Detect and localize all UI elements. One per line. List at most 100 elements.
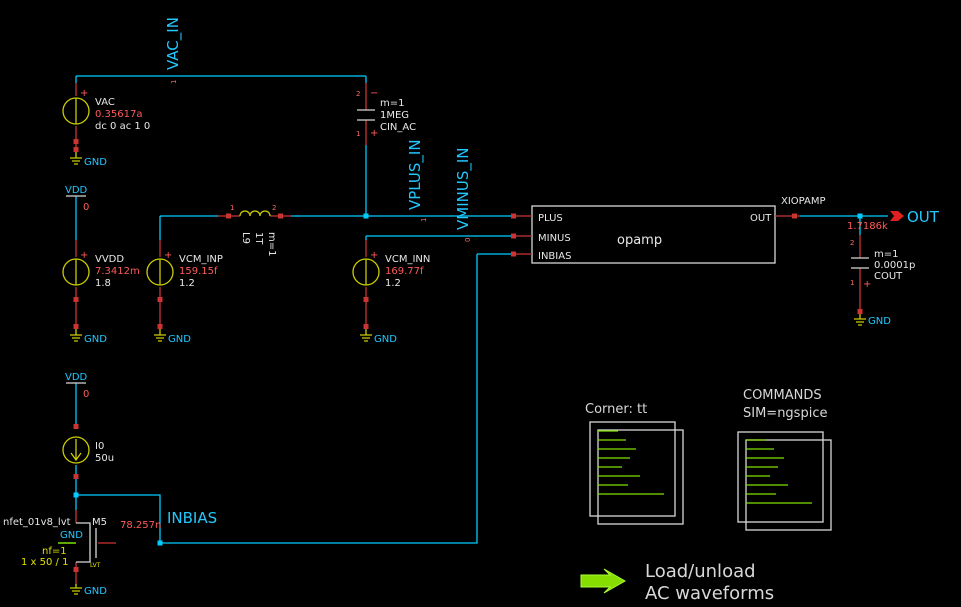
svg-text:nf=1: nf=1 — [42, 546, 67, 557]
svg-text:169.77f: 169.77f — [385, 266, 424, 277]
out-label: OUT — [907, 208, 940, 226]
opamp-instance-name: XIOPAMP — [781, 196, 826, 207]
ground-icon — [70, 584, 82, 595]
inductor-icon — [239, 210, 271, 217]
gnd-label: GND — [374, 334, 397, 345]
svg-text:+: + — [80, 88, 88, 99]
pin-number: 1 — [420, 218, 428, 222]
capacitor-icon — [851, 257, 869, 269]
svg-text:I0: I0 — [95, 441, 104, 452]
vvdd-source[interactable]: VDD 0 + VVDD 7.3412m 1.8 GND — [62, 185, 140, 345]
svg-text:CIN_AC: CIN_AC — [380, 122, 416, 133]
launcher-line1: Load/unload — [645, 561, 756, 582]
svg-text:+: + — [863, 279, 871, 290]
vdd-label: VDD — [65, 372, 88, 383]
svg-text:0: 0 — [83, 202, 89, 213]
svg-text:LVT: LVT — [90, 562, 101, 569]
ground-icon — [154, 329, 166, 342]
net-label-vplus-in[interactable]: VPLUS_IN — [406, 139, 425, 210]
commands-title: COMMANDS — [743, 388, 822, 403]
gnd-label: GND — [868, 316, 891, 327]
vac-source[interactable]: + VAC 0.35617a dc 0 ac 1 0 GND — [62, 83, 150, 168]
pin-number: 1 — [230, 204, 234, 212]
inductor-l9[interactable]: L9 1T m=1 — [218, 210, 291, 256]
wire-inbias[interactable] — [160, 254, 478, 544]
pin-number: 1 — [850, 279, 854, 287]
svg-text:VVDD: VVDD — [95, 254, 124, 265]
svg-text:159.15f: 159.15f — [179, 266, 218, 277]
svg-text:0.0001p: 0.0001p — [874, 260, 915, 271]
capacitor-icon — [357, 109, 375, 121]
gnd-label: GND — [84, 586, 107, 597]
net-label-vac-in[interactable]: VAC_IN — [164, 17, 183, 70]
pin-number: 2 — [850, 239, 854, 247]
opamp-pin-inbias: INBIAS — [538, 251, 571, 262]
junction-dot — [73, 492, 79, 498]
vcm-inn-source[interactable]: + VCM_INN 169.77f 1.2 GND — [352, 240, 430, 345]
svg-text:+: + — [80, 250, 88, 261]
document-icon — [737, 431, 824, 523]
svg-text:0: 0 — [83, 389, 89, 400]
vac-name: VAC — [95, 97, 115, 108]
svg-text:1.8: 1.8 — [95, 278, 111, 289]
pin-number: 2 — [272, 204, 276, 212]
svg-text:1.2: 1.2 — [179, 278, 195, 289]
opamp-title: opamp — [617, 233, 662, 248]
gnd-label: GND — [84, 334, 107, 345]
nmos-transistor-icon — [76, 522, 97, 563]
svg-text:7.3412m: 7.3412m — [95, 266, 140, 277]
net-label-vminus-in[interactable]: VMINUS_IN — [454, 148, 473, 231]
vac-value: 0.35617a — [95, 109, 142, 120]
junction-dot — [157, 540, 163, 546]
pin-number: 0 — [464, 238, 472, 242]
launcher-line2: AC waveforms — [645, 583, 774, 604]
document-icon — [589, 421, 676, 517]
gnd-label: GND — [84, 157, 107, 168]
cout-capacitor[interactable]: m=1 0.0001p COUT + GND — [851, 235, 915, 327]
pin-number: 1 — [356, 130, 360, 138]
vcm-inp-source[interactable]: + VCM_INP 159.15f 1.2 GND — [146, 240, 223, 345]
corner-label: Corner: tt — [585, 402, 647, 417]
junction-dot — [363, 213, 369, 219]
nmos-m5[interactable]: nfet_01v8_lvt M5 78.257n GND nf=1 1 x 50… — [3, 510, 161, 597]
wires — [73, 75, 888, 546]
opamp-box — [531, 205, 776, 264]
corner-code-block[interactable] — [589, 421, 684, 525]
svg-text:+: + — [164, 250, 172, 261]
vdd-label: VDD — [65, 185, 88, 196]
svg-text:1 x 50 / 1: 1 x 50 / 1 — [21, 557, 68, 568]
mos-value: 78.257n — [120, 520, 161, 531]
pin-number: 1 — [170, 80, 178, 84]
svg-text:VCM_INP: VCM_INP — [179, 254, 223, 265]
svg-text:+: + — [370, 250, 378, 261]
ground-icon — [360, 329, 372, 342]
opamp-pin-out: OUT — [750, 213, 772, 224]
opamp-block[interactable]: PLUS MINUS INBIAS OUT opamp XIOPAMP — [511, 196, 826, 264]
svg-text:COUT: COUT — [874, 271, 903, 282]
arrow-right-icon — [580, 568, 627, 594]
cin-capacitor[interactable]: m=1 1MEG CIN_AC − + — [357, 83, 416, 145]
ground-icon — [70, 329, 82, 342]
svg-text:1MEG: 1MEG — [380, 110, 409, 121]
svg-text:+: + — [370, 128, 378, 139]
mos-name: M5 — [92, 517, 107, 528]
mos-model: nfet_01v8_lvt — [3, 517, 71, 528]
svg-text:1.2: 1.2 — [385, 278, 401, 289]
junction-dot — [857, 213, 863, 219]
net-label-inbias[interactable]: INBIAS — [167, 509, 217, 527]
vac-params: dc 0 ac 1 0 — [95, 121, 150, 132]
svg-text:VCM_INN: VCM_INN — [385, 254, 430, 265]
current-source-icon — [62, 436, 90, 464]
svg-text:50u: 50u — [95, 453, 114, 464]
out-port[interactable]: OUT — [890, 208, 940, 226]
load-ac-waveforms-launcher[interactable]: Load/unload AC waveforms — [580, 561, 774, 604]
ground-icon — [854, 314, 866, 326]
bias-current-source[interactable]: VDD 0 I0 50u — [62, 372, 114, 479]
svg-text:1T: 1T — [253, 232, 264, 245]
commands-code-block[interactable] — [737, 431, 832, 531]
gnd-label: GND — [168, 334, 191, 345]
commands-sim: SIM=ngspice — [743, 406, 827, 421]
svg-text:−: − — [370, 88, 378, 99]
output-port-icon — [890, 211, 904, 221]
